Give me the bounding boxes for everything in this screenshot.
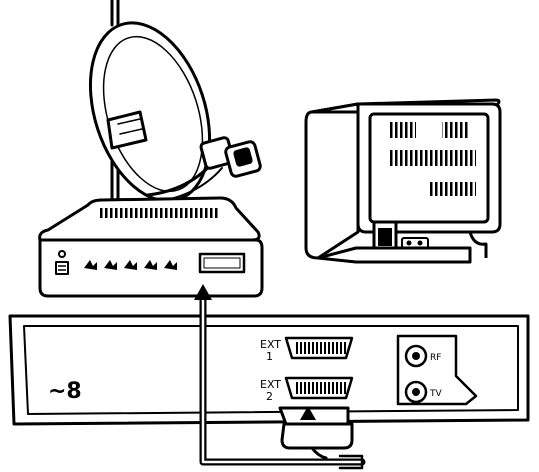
ext2-number: 2 [266,390,273,403]
tv-out-label: TV [429,389,442,399]
connection-cable [199,292,366,470]
satellite-receiver-icon [38,196,264,298]
rf-in-socket [404,344,428,368]
vcr-icon [8,314,530,426]
ext1-number: 1 [266,350,273,363]
ext2-label: EXT [260,378,281,391]
scart-ext2-socket [284,376,354,400]
mains-label: ~8 [48,379,82,404]
ext1-label: EXT [260,338,281,351]
cable-arrow-icon [194,284,212,300]
tv-out-socket [404,380,428,404]
scart-plug-icon [278,406,354,450]
television-icon [304,98,502,264]
scart-ext1-socket [284,336,354,360]
satellite-dish-icon [88,0,262,234]
rf-in-label: RF [430,353,441,363]
